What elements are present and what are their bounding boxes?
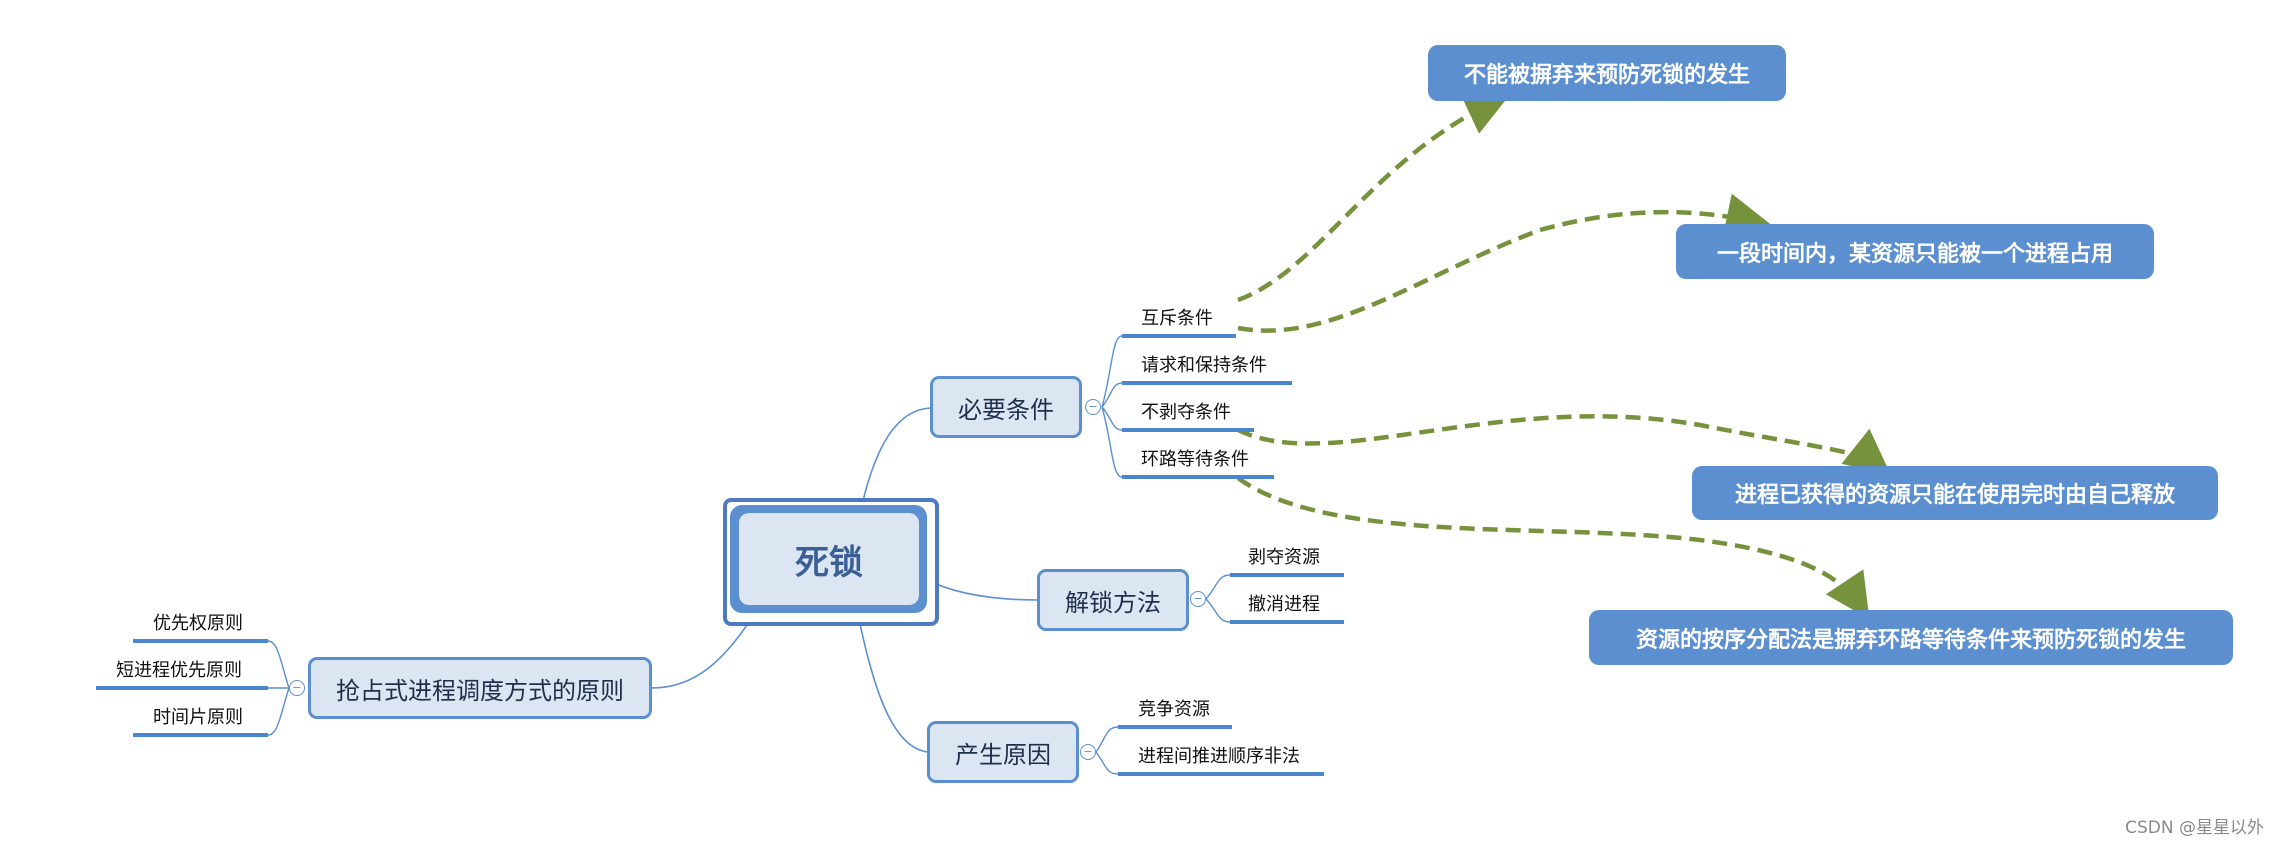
leaf-underline [1230,620,1344,624]
leaf-no-preemption[interactable]: 不剥夺条件 [1141,402,1231,423]
connector-preempt-leaf-3 [267,687,290,736]
collapse-toggle-preempt[interactable]: − [289,680,305,696]
leaf-illegal-advance-order[interactable]: 进程间推进顺序非法 [1138,746,1300,767]
connector-unlock-leaf-2 [1205,598,1231,623]
relation-arrow-4 [1236,476,1870,620]
connector-necessary-leaf-2 [1101,382,1123,408]
note-cannot-abandon[interactable]: 不能被摒弃来预防死锁的发生 [1428,45,1786,101]
leaf-time-slice-principle[interactable]: 时间片原则 [153,707,243,728]
collapse-toggle-necessary[interactable]: − [1085,399,1101,415]
leaf-underline [1122,334,1236,338]
topic-unlock-methods[interactable]: 解锁方法 [1037,569,1189,631]
leaf-cancel-process[interactable]: 撤消进程 [1248,594,1320,615]
collapse-toggle-unlock[interactable]: − [1190,591,1206,607]
topic-necessary-conditions[interactable]: 必要条件 [930,376,1082,438]
connector-necessary-leaf-4 [1101,406,1123,478]
relation-arrow-3 [1237,414,1891,475]
note-ordered-allocation[interactable]: 资源的按序分配法是摒弃环路等待条件来预防死锁的发生 [1589,610,2233,665]
connector-central-preempt [651,612,756,689]
note-exclusive-occupation[interactable]: 一段时间内，某资源只能被一个进程占用 [1676,224,2154,279]
leaf-underline [1122,475,1274,479]
topic-causes[interactable]: 产生原因 [927,721,1079,783]
watermark: CSDN @星星以外 [2125,818,2264,838]
leaf-circular-wait[interactable]: 环路等待条件 [1141,449,1249,470]
connector-central-cause [857,614,929,753]
leaf-mutual-exclusion[interactable]: 互斥条件 [1141,308,1213,329]
leaf-resource-competition[interactable]: 竞争资源 [1138,699,1210,720]
collapse-toggle-cause[interactable]: − [1080,744,1096,760]
leaf-underline [1118,772,1324,776]
leaf-underline [133,639,268,643]
leaf-hold-and-wait[interactable]: 请求和保持条件 [1141,355,1267,376]
connector-necessary-leaf-1 [1101,335,1123,408]
connector-cause-leaf-2 [1095,751,1119,775]
leaf-underline [1122,381,1292,385]
leaf-preempt-resources[interactable]: 剥夺资源 [1248,547,1320,568]
central-topic[interactable]: 死锁 [739,513,919,605]
connector-preempt-leaf-1 [267,640,290,689]
relation-arrow-2 [1237,193,1772,333]
note-self-release[interactable]: 进程已获得的资源只能在使用完时由自己释放 [1692,466,2218,520]
leaf-priority-principle[interactable]: 优先权原则 [153,613,243,634]
connector-necessary-leaf-3 [1101,406,1123,431]
connector-cause-leaf-1 [1095,726,1119,753]
connector-unlock-leaf-1 [1205,574,1231,600]
leaf-underline [1230,573,1344,577]
topic-preemptive-scheduling[interactable]: 抢占式进程调度方式的原则 [308,657,652,719]
relation-arrow-1 [1237,93,1511,303]
leaf-underline [1118,725,1232,729]
connector-central-unlock [926,579,1039,601]
leaf-underline [96,686,268,690]
leaf-underline [133,733,268,737]
leaf-underline [1122,428,1254,432]
leaf-short-process-first[interactable]: 短进程优先原则 [116,660,242,681]
connector-central-necessary [861,407,931,506]
